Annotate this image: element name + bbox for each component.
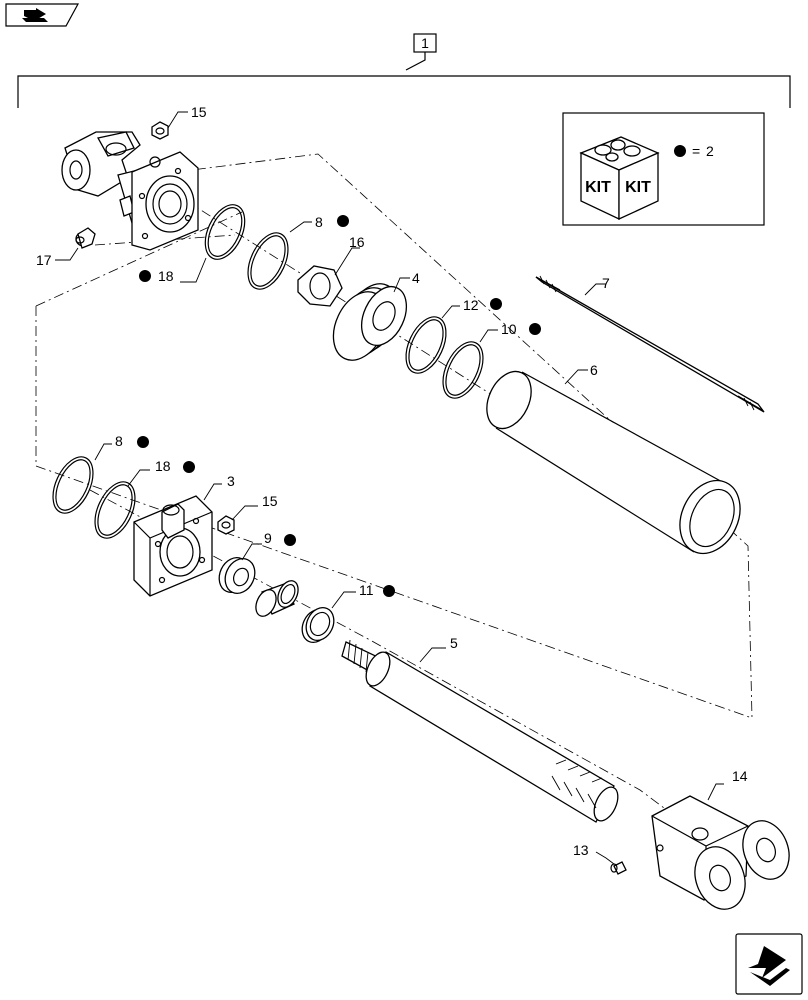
part-7-tie-rod: 7 xyxy=(535,275,765,413)
callout-16: 16 xyxy=(349,234,365,250)
callout-5: 5 xyxy=(450,635,458,651)
callout-15-lower: 15 xyxy=(262,493,278,509)
callout-14: 14 xyxy=(732,768,748,784)
part-8-oring-lower: 8 xyxy=(52,433,149,514)
callout-4: 4 xyxy=(412,270,420,286)
part-5-piston-rod: 5 xyxy=(341,635,619,823)
callout-9: 9 xyxy=(264,530,272,546)
part-3-end-cap: 3 xyxy=(133,473,235,597)
kit-quantity: 2 xyxy=(706,143,714,159)
callout-6: 6 xyxy=(590,362,598,378)
kit-dot-9 xyxy=(284,534,296,546)
kit-legend: KIT KIT = 2 xyxy=(562,112,765,226)
kit-dot-8-lower xyxy=(137,436,149,448)
callout-10: 10 xyxy=(501,321,517,337)
callout-17: 17 xyxy=(36,252,52,268)
callout-11: 11 xyxy=(359,582,374,598)
rod-bushing xyxy=(255,580,299,617)
part-11-rod-seal: 11 xyxy=(301,582,395,644)
kit-dot-icon xyxy=(674,145,686,157)
kit-dot-10 xyxy=(529,323,541,335)
part-8-oring-top: 8 xyxy=(247,214,349,290)
part-6-cylinder-tube: 6 xyxy=(486,362,741,555)
part-4-piston: 4 xyxy=(332,270,420,361)
callout-8-lower: 8 xyxy=(115,433,123,449)
callout-1: 1 xyxy=(421,35,429,51)
kit-dot-11 xyxy=(383,585,395,597)
part-9-wiper-seal: 9 xyxy=(218,530,296,595)
callout-8-top: 8 xyxy=(315,214,323,230)
part-18-oring-top: 18 xyxy=(139,204,246,284)
previous-page-icon[interactable] xyxy=(5,3,80,27)
part-13-grease-nipple: 13 xyxy=(573,842,627,875)
assembly-bracket: 1 xyxy=(17,33,791,108)
next-page-icon[interactable] xyxy=(735,933,803,995)
callout-12: 12 xyxy=(463,297,479,313)
part-18-oring-lower: 18 xyxy=(94,458,195,539)
part-15-nut-top: 15 xyxy=(151,104,207,140)
part-10-oring: 10 xyxy=(442,321,541,399)
kit-dot-18-lower xyxy=(183,461,195,473)
callout-18-lower: 18 xyxy=(155,458,171,474)
part-14-rod-clevis: 14 xyxy=(651,768,790,910)
kit-dot-18-top xyxy=(139,270,151,282)
kit-label-right: KIT xyxy=(625,179,651,196)
kit-dot-12 xyxy=(490,298,502,310)
kit-label-left: KIT xyxy=(585,179,611,196)
callout-3: 3 xyxy=(227,473,235,489)
callout-15-top: 15 xyxy=(191,104,207,120)
part-17-plug: 17 xyxy=(36,227,96,268)
part-12-oring: 12 xyxy=(405,297,502,374)
kit-equals: = xyxy=(692,143,700,159)
part-16-hex-nut: 16 xyxy=(297,234,365,307)
callout-7: 7 xyxy=(602,275,610,291)
callout-13: 13 xyxy=(573,842,589,858)
callout-18-top: 18 xyxy=(158,268,174,284)
kit-dot-8-top xyxy=(337,215,349,227)
kit-box-icon: KIT KIT xyxy=(579,136,660,221)
part-15-nut-lower: 15 xyxy=(217,493,278,535)
cylinder-head-clevis xyxy=(61,131,199,251)
